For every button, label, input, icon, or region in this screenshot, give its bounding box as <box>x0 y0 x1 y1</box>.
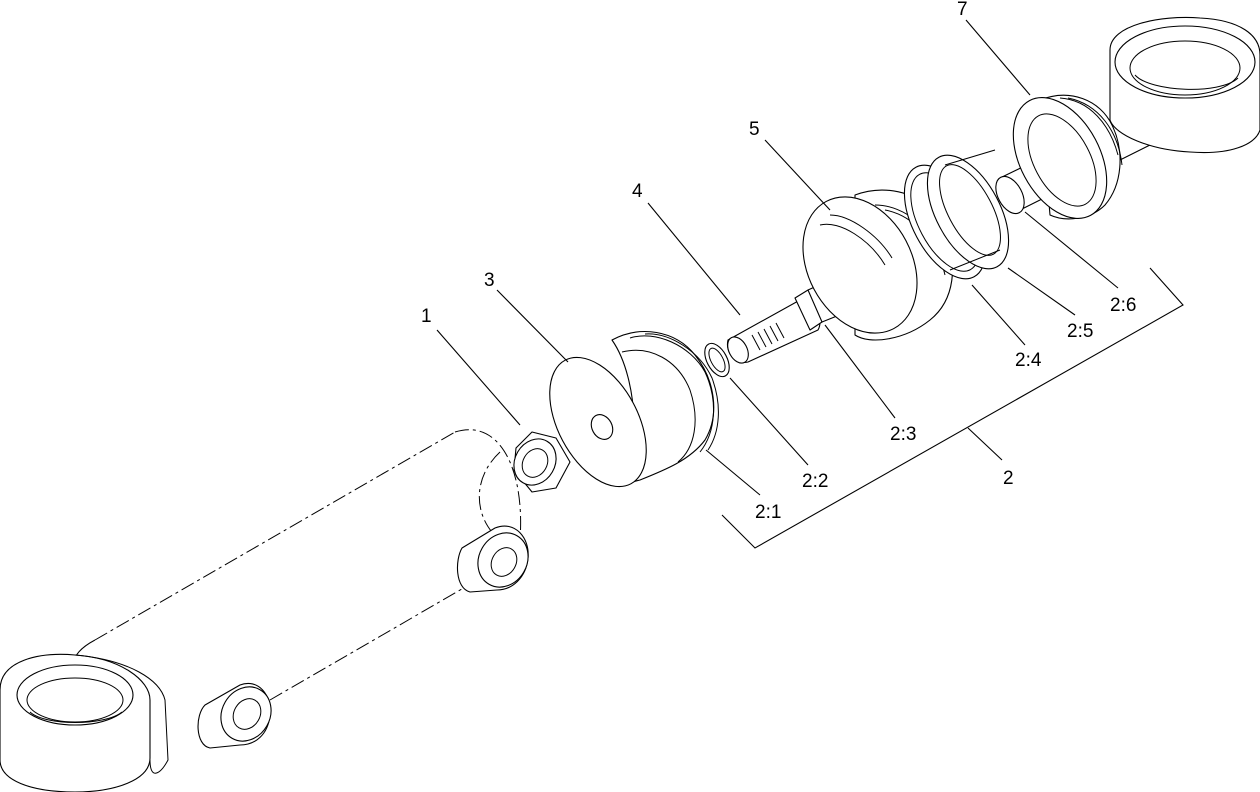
leader-7 <box>965 19 1031 96</box>
leader-4 <box>647 202 741 316</box>
callout-2-2: 2:2 <box>802 471 828 492</box>
callout-5: 5 <box>749 119 760 140</box>
callout-2-6: 2:6 <box>1110 295 1136 316</box>
base-clevis-eye <box>0 653 169 792</box>
piston <box>549 331 719 488</box>
callout-1: 1 <box>421 306 432 327</box>
leader-2-3 <box>824 324 896 419</box>
leader-5 <box>764 139 831 211</box>
leader-2-4 <box>971 284 1026 346</box>
leader-2-1 <box>705 449 761 496</box>
leader-2-5 <box>1007 267 1076 316</box>
seal-ring-wiper <box>926 149 1010 271</box>
callout-2-5: 2:5 <box>1067 321 1093 342</box>
o-ring-small <box>704 342 730 378</box>
cylinder-barrel <box>71 429 522 701</box>
callout-2-4: 2:4 <box>1015 350 1042 371</box>
callout-7: 7 <box>957 0 968 20</box>
rod-clevis-eye <box>1109 16 1260 154</box>
leader-2 <box>967 427 1003 461</box>
leader-1 <box>436 329 521 426</box>
port-boss-upper <box>456 525 529 593</box>
leader-2-6 <box>1024 211 1119 289</box>
callout-3: 3 <box>484 270 495 291</box>
leader-3 <box>496 289 569 363</box>
leader-lines <box>436 19 1184 549</box>
lock-nut <box>513 431 571 493</box>
leader-2-2 <box>729 377 809 466</box>
callout-2-1: 2:1 <box>755 502 781 523</box>
callout-2-3: 2:3 <box>890 424 916 445</box>
port-boss-lower <box>197 682 272 749</box>
callout-labels: 1 3 4 5 7 2:1 2:2 2:3 2:4 2:5 2:6 2 <box>421 0 1136 523</box>
end-cap-ring <box>1012 94 1123 220</box>
group-bracket-2 <box>721 267 1184 549</box>
callout-4: 4 <box>632 181 643 202</box>
callout-2: 2 <box>1003 468 1014 489</box>
